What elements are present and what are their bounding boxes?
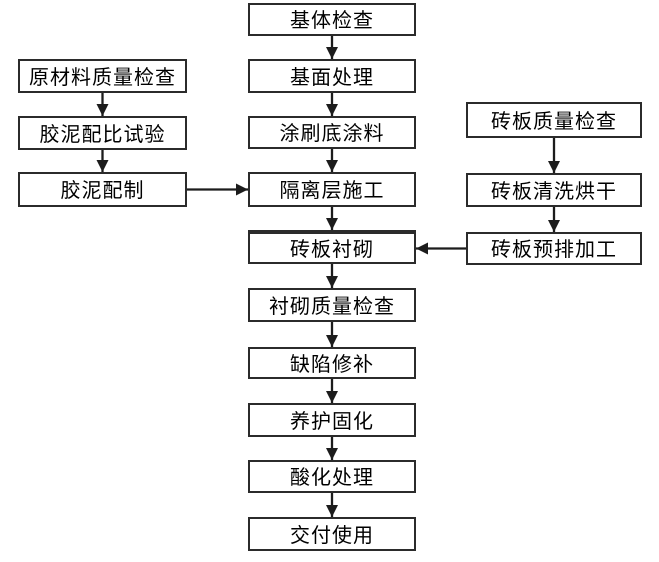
node-label: 衬砌质量检查 xyxy=(269,293,395,318)
node-label: 涂刷底涂料 xyxy=(279,121,385,145)
node-label: 养护固化 xyxy=(290,408,374,433)
node-label: 基面处理 xyxy=(290,64,374,89)
node-mortar-ratio-test: 胶泥配比试验 xyxy=(18,116,187,150)
node-delivery: 交付使用 xyxy=(248,517,416,551)
node-primer-coating: 涂刷底涂料 xyxy=(248,116,416,149)
node-label: 砖板衬砌 xyxy=(290,236,374,261)
node-brick-quality-check: 砖板质量检查 xyxy=(466,102,642,138)
node-isolation-layer-construction: 隔离层施工 xyxy=(248,172,416,207)
node-label: 胶泥配比试验 xyxy=(39,121,166,146)
node-label: 砖板清洗烘干 xyxy=(491,178,617,203)
node-label: 交付使用 xyxy=(290,522,374,547)
node-label: 胶泥配制 xyxy=(60,178,145,202)
node-label: 原材料质量检查 xyxy=(29,64,176,89)
node-substrate-inspection: 基体检查 xyxy=(248,3,416,36)
node-surface-treatment: 基面处理 xyxy=(248,59,416,93)
node-label: 缺陷修补 xyxy=(290,351,374,376)
node-mortar-preparation: 胶泥配制 xyxy=(18,172,187,207)
node-brick-lining: 砖板衬砌 xyxy=(248,230,416,264)
node-defect-repair: 缺陷修补 xyxy=(248,347,416,379)
node-label: 隔离层施工 xyxy=(279,178,385,202)
node-brick-prearrangement: 砖板预排加工 xyxy=(466,232,642,265)
node-curing: 养护固化 xyxy=(248,403,416,437)
node-label: 砖板预排加工 xyxy=(491,237,617,261)
node-label: 酸化处理 xyxy=(290,465,374,489)
node-brick-washing-drying: 砖板清洗烘干 xyxy=(466,173,642,207)
node-label: 砖板质量检查 xyxy=(491,108,617,133)
node-lining-quality-check: 衬砌质量检查 xyxy=(248,288,416,322)
node-raw-material-quality-check: 原材料质量检查 xyxy=(18,59,187,93)
node-label: 基体检查 xyxy=(290,8,374,32)
node-acid-treatment: 酸化处理 xyxy=(248,460,416,493)
